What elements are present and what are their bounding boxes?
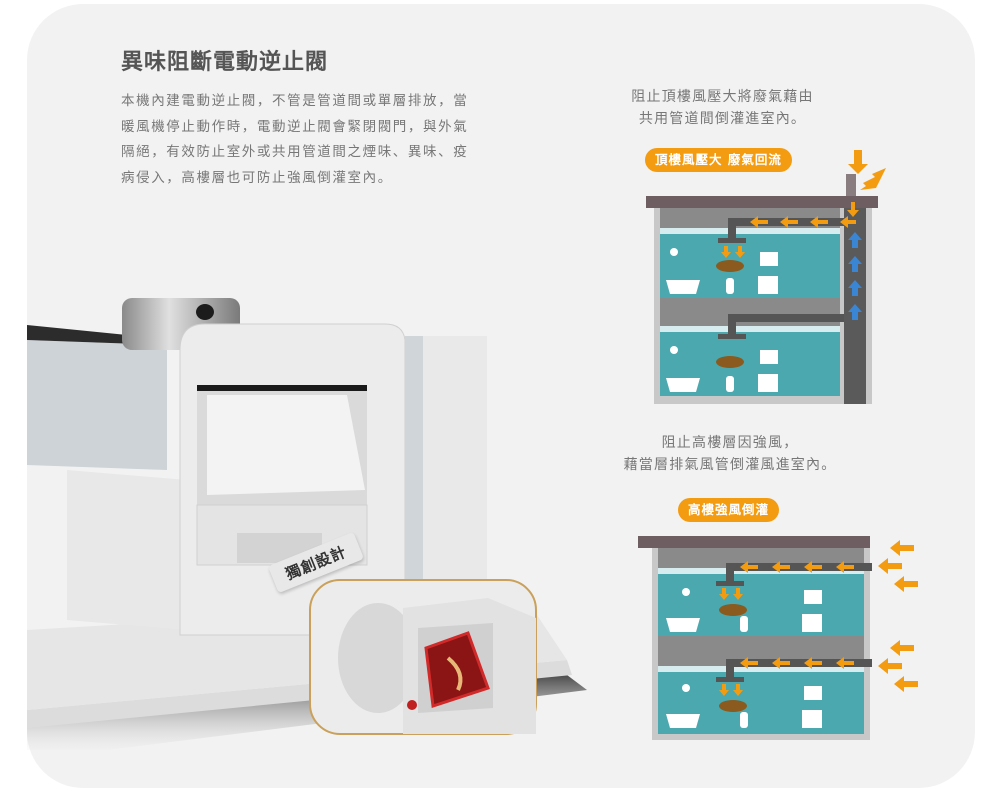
section-description: 本機內建電動逆止閥，不管是管道間或單層排放，當暖風機停止動作時，電動逆止閥會緊閉… xyxy=(121,93,469,186)
bottom-building-diagram xyxy=(638,536,918,740)
section-title: 異味阻斷電動逆止閥 xyxy=(121,50,329,75)
bottom-caption-line-2: 藉當層排氣風管倒灌風進室內。 xyxy=(623,457,837,473)
top-caption-line-1: 阻止頂樓風壓大將廢氣藉由 xyxy=(631,89,814,105)
inflow-arrow-icon xyxy=(848,150,868,174)
top-building-diagram xyxy=(646,150,886,404)
top-caption-line-2: 共用管道間倒灌進室內。 xyxy=(638,111,807,127)
inflow-arrow-icon xyxy=(860,168,886,190)
bottom-diagram-label: 高樓強風倒灌 xyxy=(678,498,780,522)
top-diagram-caption: 阻止頂樓風壓大將廢氣藉由 共用管道間倒灌進室內。 xyxy=(600,86,845,130)
bottom-diagram-caption: 阻止高樓層因強風， 藉當層排氣風管倒灌風進室內。 xyxy=(600,432,860,476)
bottom-caption-line-1: 阻止高樓層因強風， xyxy=(661,435,799,451)
valve-detail-inset xyxy=(309,579,537,735)
top-diagram-label: 頂樓風壓大 廢氣回流 xyxy=(645,148,792,172)
product-illustration xyxy=(27,298,587,750)
